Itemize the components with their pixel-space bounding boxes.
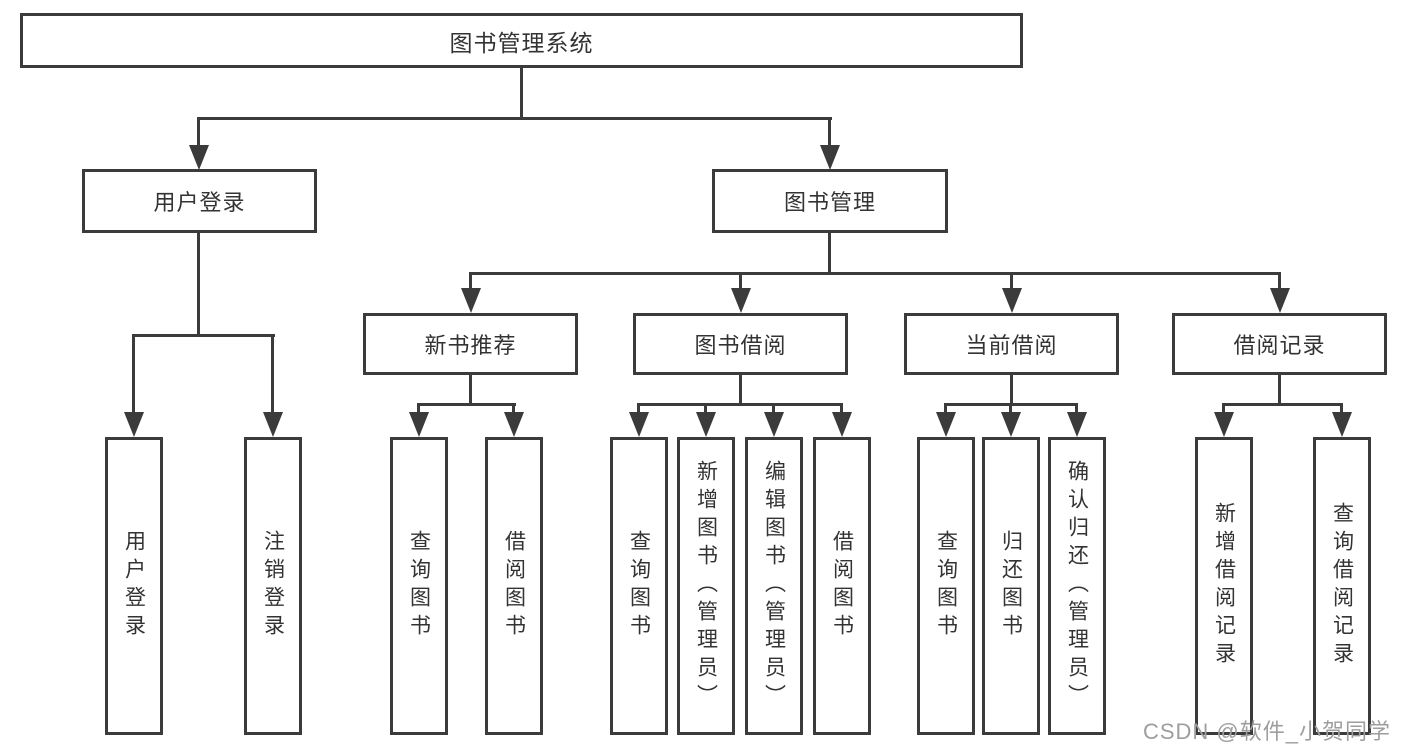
connector-line	[417, 403, 420, 416]
connector-line	[1222, 403, 1343, 406]
connector-line	[520, 68, 523, 118]
arrow-down-icon	[820, 145, 840, 170]
node-user-login: 用户登录	[82, 169, 317, 233]
connector-line	[469, 375, 472, 406]
connector-line	[704, 403, 707, 416]
leaf-logout: 注销登录	[244, 437, 302, 735]
node-book-borrowing: 图书借阅	[633, 313, 848, 375]
connector-line	[637, 403, 640, 416]
arrow-down-icon	[832, 412, 852, 437]
connector-line	[739, 375, 742, 406]
connector-line	[271, 334, 274, 416]
leaf-query-books-current: 查询图书	[917, 437, 975, 735]
connector-line	[197, 117, 200, 147]
connector-line	[1010, 375, 1013, 406]
leaf-edit-books-admin: 编辑图书（管理员）	[745, 437, 803, 735]
arrow-down-icon	[1001, 412, 1021, 437]
node-new-book-recommendation: 新书推荐	[363, 313, 578, 375]
connector-line	[637, 403, 843, 406]
connector-line	[197, 233, 200, 335]
connector-line	[828, 233, 831, 275]
arrow-down-icon	[409, 412, 429, 437]
connector-line	[1009, 403, 1012, 416]
arrow-down-icon	[1332, 412, 1352, 437]
connector-line	[469, 272, 1281, 275]
arrow-down-icon	[629, 412, 649, 437]
connector-line	[417, 403, 516, 406]
csdn-watermark: CSDN @软件_小贺同学	[1142, 719, 1391, 744]
connector-line	[132, 334, 275, 337]
arrow-down-icon	[189, 145, 209, 170]
arrow-down-icon	[124, 412, 144, 437]
leaf-borrow-books: 借阅图书	[813, 437, 871, 735]
arrow-down-icon	[263, 412, 283, 437]
arrow-down-icon	[764, 412, 784, 437]
arrow-down-icon	[1214, 412, 1234, 437]
arrow-down-icon	[1270, 288, 1290, 313]
connector-line	[772, 403, 775, 416]
connector-line	[944, 403, 947, 416]
node-root-library-system: 图书管理系统	[20, 13, 1023, 68]
connector-line	[512, 403, 515, 416]
node-book-management: 图书管理	[712, 169, 948, 233]
node-current-borrowing: 当前借阅	[904, 313, 1119, 375]
arrow-down-icon	[731, 288, 751, 313]
leaf-query-books-recommend: 查询图书	[390, 437, 448, 735]
connector-line	[828, 117, 831, 147]
leaf-return-books: 归还图书	[982, 437, 1040, 735]
arrow-down-icon	[504, 412, 524, 437]
arrow-down-icon	[1002, 288, 1022, 313]
connector-line	[469, 272, 472, 291]
node-borrowing-records: 借阅记录	[1172, 313, 1387, 375]
arrow-down-icon	[696, 412, 716, 437]
leaf-add-books-admin: 新增图书（管理员）	[677, 437, 735, 735]
connector-line	[197, 117, 832, 120]
connector-line	[132, 334, 135, 416]
leaf-user-login: 用户登录	[105, 437, 163, 735]
leaf-confirm-return-admin: 确认归还（管理员）	[1048, 437, 1106, 735]
leaf-borrow-books-recommend: 借阅图书	[485, 437, 543, 735]
connector-line	[1340, 403, 1343, 416]
arrow-down-icon	[1067, 412, 1087, 437]
leaf-add-borrow-record: 新增借阅记录	[1195, 437, 1253, 735]
connector-line	[1278, 272, 1281, 291]
connector-line	[840, 403, 843, 416]
connector-line	[1075, 403, 1078, 416]
arrow-down-icon	[461, 288, 481, 313]
connector-line	[1278, 375, 1281, 406]
connector-line	[739, 272, 742, 291]
arrow-down-icon	[936, 412, 956, 437]
connector-line	[1010, 272, 1013, 291]
leaf-query-books-borrow: 查询图书	[610, 437, 668, 735]
connector-line	[1222, 403, 1225, 416]
leaf-query-borrow-record: 查询借阅记录	[1313, 437, 1371, 735]
